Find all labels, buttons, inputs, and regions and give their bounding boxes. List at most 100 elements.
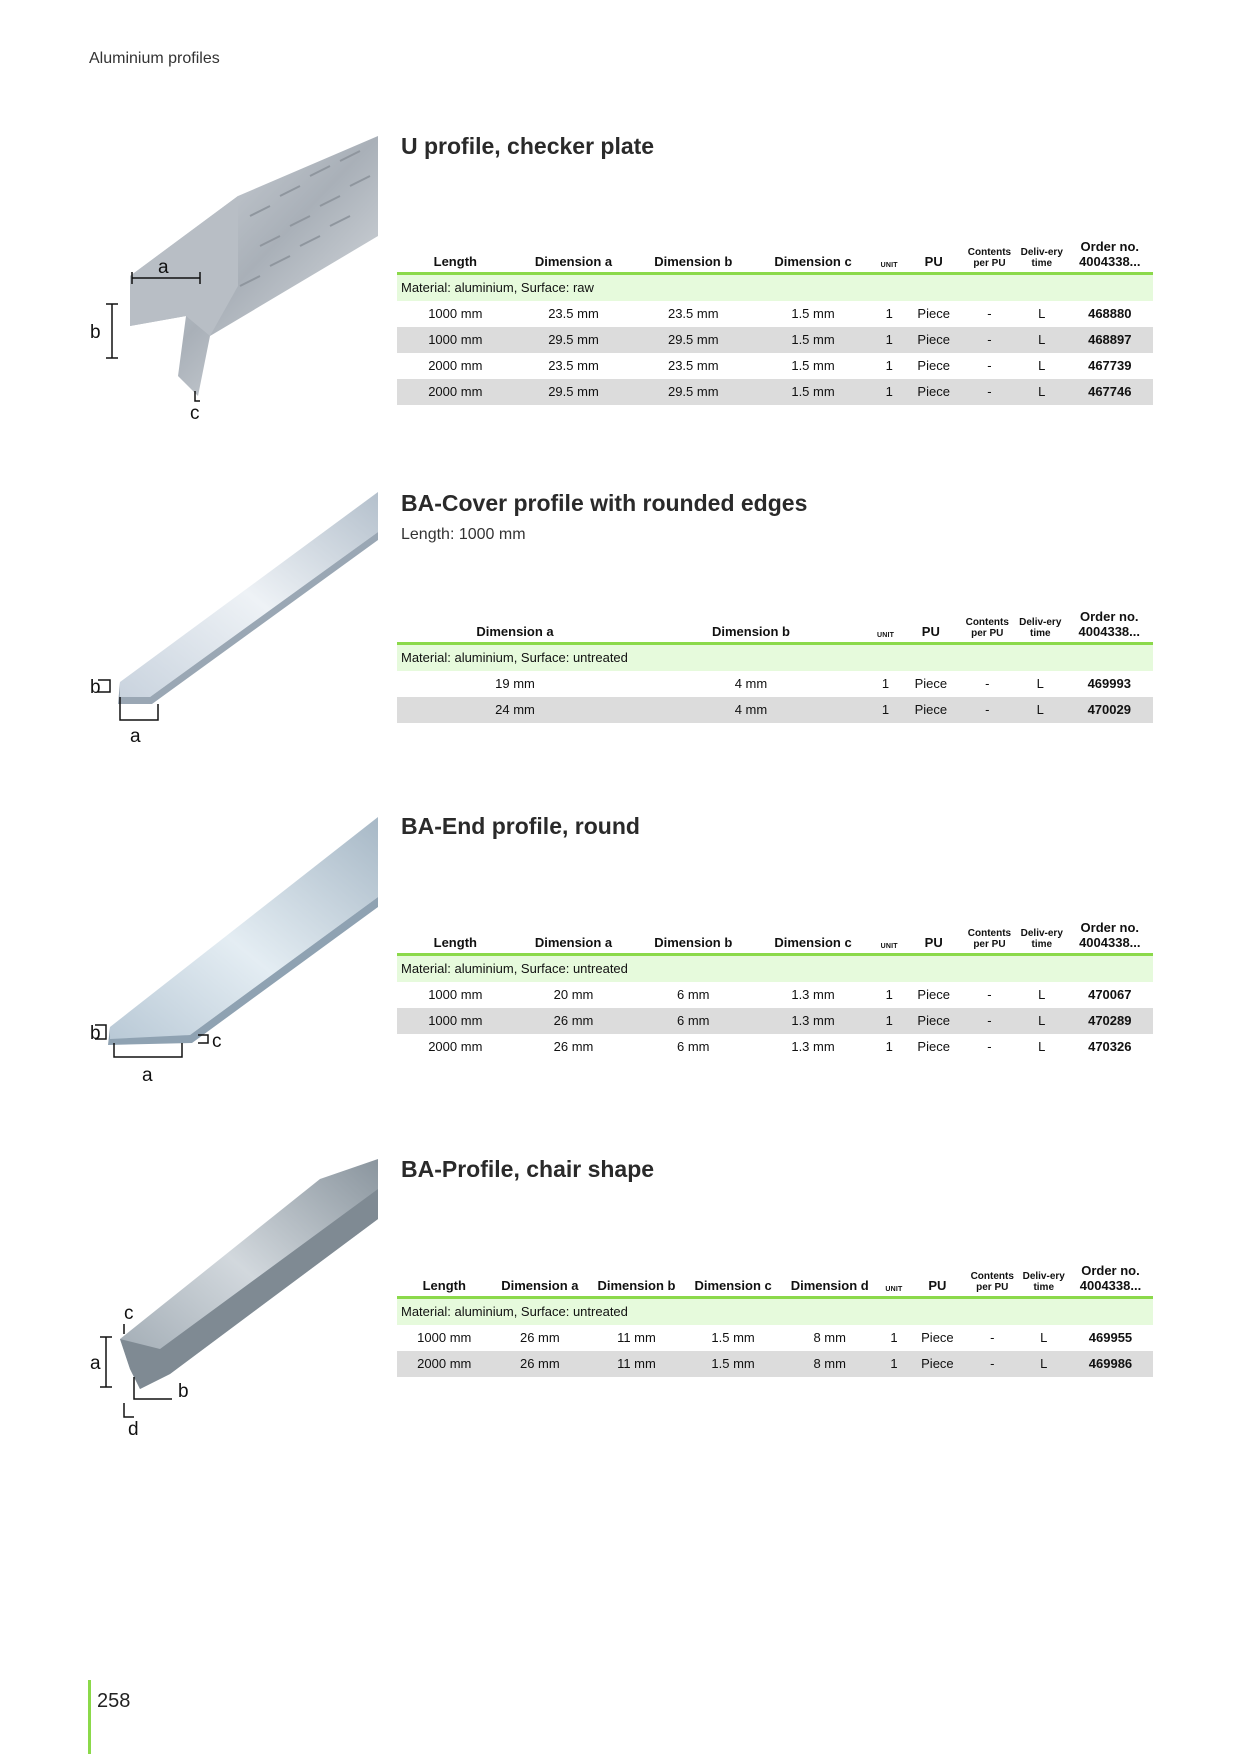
cell: -	[961, 300, 1017, 327]
order-number: 469955	[1067, 1324, 1153, 1351]
section-subtitle: Length: 1000 mm	[401, 526, 526, 543]
cell: 23.5 mm	[633, 300, 754, 327]
col-header: Order no. 4004338...	[1067, 1263, 1153, 1299]
cell: 26 mm	[491, 1324, 589, 1351]
col-header: Deliv-ery time	[1016, 240, 1067, 275]
cell: 2000 mm	[397, 1033, 514, 1060]
cell: 1.5 mm	[684, 1350, 782, 1377]
section-title: U profile, checker plate	[401, 133, 655, 159]
cell: 6 mm	[633, 1007, 754, 1034]
dim-label-c: c	[212, 1031, 222, 1052]
cell: Piece	[909, 1350, 965, 1377]
cell: 1.5 mm	[753, 378, 873, 405]
col-header: Deliv-ery time	[1019, 1264, 1068, 1299]
col-header: Length	[397, 240, 514, 275]
cell: -	[961, 1007, 1017, 1034]
col-header: Contents per PU	[964, 1264, 1020, 1299]
cover-profile-image: b a	[90, 492, 378, 752]
spec-table: Length Dimension a Dimension b Dimension…	[397, 920, 1153, 1060]
cell: -	[961, 352, 1017, 379]
order-number: 469993	[1065, 670, 1153, 697]
col-header: Dimension c	[684, 1264, 782, 1299]
cell: Piece	[905, 300, 962, 327]
cell: 1	[872, 326, 906, 353]
cell: 1	[878, 1350, 910, 1377]
cell: Piece	[902, 670, 960, 697]
col-header: Dimension b	[633, 240, 754, 275]
cell: 29.5 mm	[633, 326, 754, 353]
col-header: Contents per PU	[961, 240, 1017, 275]
order-number: 468897	[1066, 326, 1153, 353]
cell: 4 mm	[632, 696, 869, 723]
chair-profile-image: c a b d	[90, 1159, 378, 1439]
dim-label-b: b	[178, 1381, 189, 1402]
cell: 1.3 mm	[753, 1033, 873, 1060]
dim-label-a: a	[142, 1065, 153, 1086]
cell: Piece	[909, 1324, 965, 1351]
col-header: Order no. 4004338...	[1066, 920, 1153, 956]
col-header: Dimension b	[588, 1264, 685, 1299]
cell: 1000 mm	[397, 1324, 492, 1351]
cell: 1	[872, 981, 906, 1008]
cell: Piece	[905, 1007, 962, 1034]
col-header: Length	[397, 1264, 492, 1299]
dim-label-a: a	[90, 1353, 101, 1374]
cell: 19 mm	[397, 670, 633, 697]
col-header: UNIT	[872, 921, 906, 956]
cell: 20 mm	[513, 981, 634, 1008]
cell: L	[1014, 670, 1066, 697]
cell: 23.5 mm	[513, 352, 634, 379]
order-number: 470067	[1066, 981, 1153, 1008]
cell: 26 mm	[513, 1033, 634, 1060]
cell: 1	[872, 1007, 906, 1034]
cell: 1.3 mm	[753, 981, 873, 1008]
spec-table: Dimension a Dimension b UNIT PU Contents…	[397, 609, 1153, 723]
order-number: 470326	[1066, 1033, 1153, 1060]
cell: L	[1016, 326, 1067, 353]
col-header: UNIT	[878, 1264, 910, 1299]
cell: 1.3 mm	[753, 1007, 873, 1034]
cell: L	[1016, 352, 1067, 379]
cell: -	[964, 1350, 1020, 1377]
cell: 29.5 mm	[633, 378, 754, 405]
col-header: Dimension b	[632, 610, 869, 645]
dim-label-b: b	[90, 1023, 101, 1044]
cell: 1000 mm	[397, 981, 514, 1008]
cell: 1.5 mm	[684, 1324, 782, 1351]
col-header: Deliv-ery time	[1016, 921, 1067, 956]
cell: 26 mm	[491, 1350, 589, 1377]
cell: L	[1016, 981, 1067, 1008]
cell: 2000 mm	[397, 1350, 492, 1377]
cell: 11 mm	[588, 1350, 685, 1377]
order-number: 469986	[1067, 1350, 1153, 1377]
order-number: 467739	[1066, 352, 1153, 379]
page-number: 258	[97, 1690, 131, 1712]
cell: L	[1014, 696, 1066, 723]
dim-label-a: a	[158, 257, 169, 278]
cell: 8 mm	[781, 1350, 879, 1377]
cell: 1000 mm	[397, 300, 514, 327]
cell: 24 mm	[397, 696, 633, 723]
col-header: Dimension a	[491, 1264, 589, 1299]
cell: -	[961, 1033, 1017, 1060]
cell: Piece	[905, 981, 962, 1008]
material-row: Material: aluminium, Surface: untreated	[397, 1297, 1153, 1325]
end-profile-image: b a c	[90, 817, 378, 1092]
cell: -	[961, 326, 1017, 353]
col-header: PU	[909, 1264, 965, 1299]
cell: -	[959, 696, 1015, 723]
cell: L	[1019, 1324, 1068, 1351]
cell: -	[961, 981, 1017, 1008]
cell: 1.5 mm	[753, 326, 873, 353]
section-title: BA-End profile, round	[401, 813, 640, 839]
cell: Piece	[905, 378, 962, 405]
col-header: Order no. 4004338...	[1065, 609, 1153, 645]
dim-label-d: d	[128, 1419, 139, 1439]
cell: 1.5 mm	[753, 300, 873, 327]
cell: 26 mm	[513, 1007, 634, 1034]
